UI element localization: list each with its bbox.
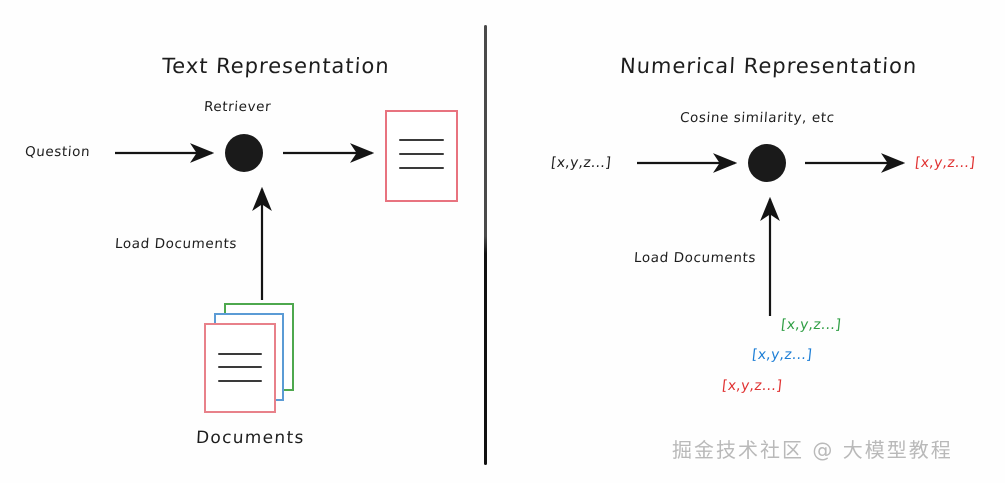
document-vector-red: [x,y,z...]	[721, 378, 783, 394]
source-doc-line-1	[217, 352, 263, 355]
right-load-documents-label: Load Documents	[633, 250, 757, 266]
right-panel-title: Numerical Representation	[619, 54, 918, 78]
panel-divider	[484, 25, 487, 465]
result-doc-line-1	[398, 139, 445, 142]
result-doc-line-2	[398, 153, 445, 156]
retriever-node-label: Retriever	[203, 99, 272, 115]
output-result-vector: [x,y,z...]	[914, 155, 976, 171]
documents-caption: Documents	[195, 428, 306, 448]
cosine-similarity-node-label: Cosine similarity, etc	[679, 110, 836, 126]
document-vector-blue: [x,y,z...]	[751, 347, 813, 363]
result-doc-line-3	[398, 167, 445, 170]
source-doc-line-2	[217, 366, 263, 369]
question-input-label: Question	[24, 144, 91, 160]
retriever-node	[225, 134, 263, 172]
document-vector-green: [x,y,z...]	[780, 317, 842, 333]
source-doc-line-3	[217, 380, 263, 383]
source-document-front	[204, 323, 276, 413]
input-query-vector: [x,y,z...]	[550, 155, 612, 171]
left-load-documents-label: Load Documents	[114, 236, 238, 252]
watermark-text: 掘金技术社区 @ 大模型教程	[672, 438, 953, 462]
left-panel-title: Text Representation	[161, 54, 391, 78]
similarity-node	[748, 144, 786, 182]
retrieved-result-document	[385, 110, 458, 202]
